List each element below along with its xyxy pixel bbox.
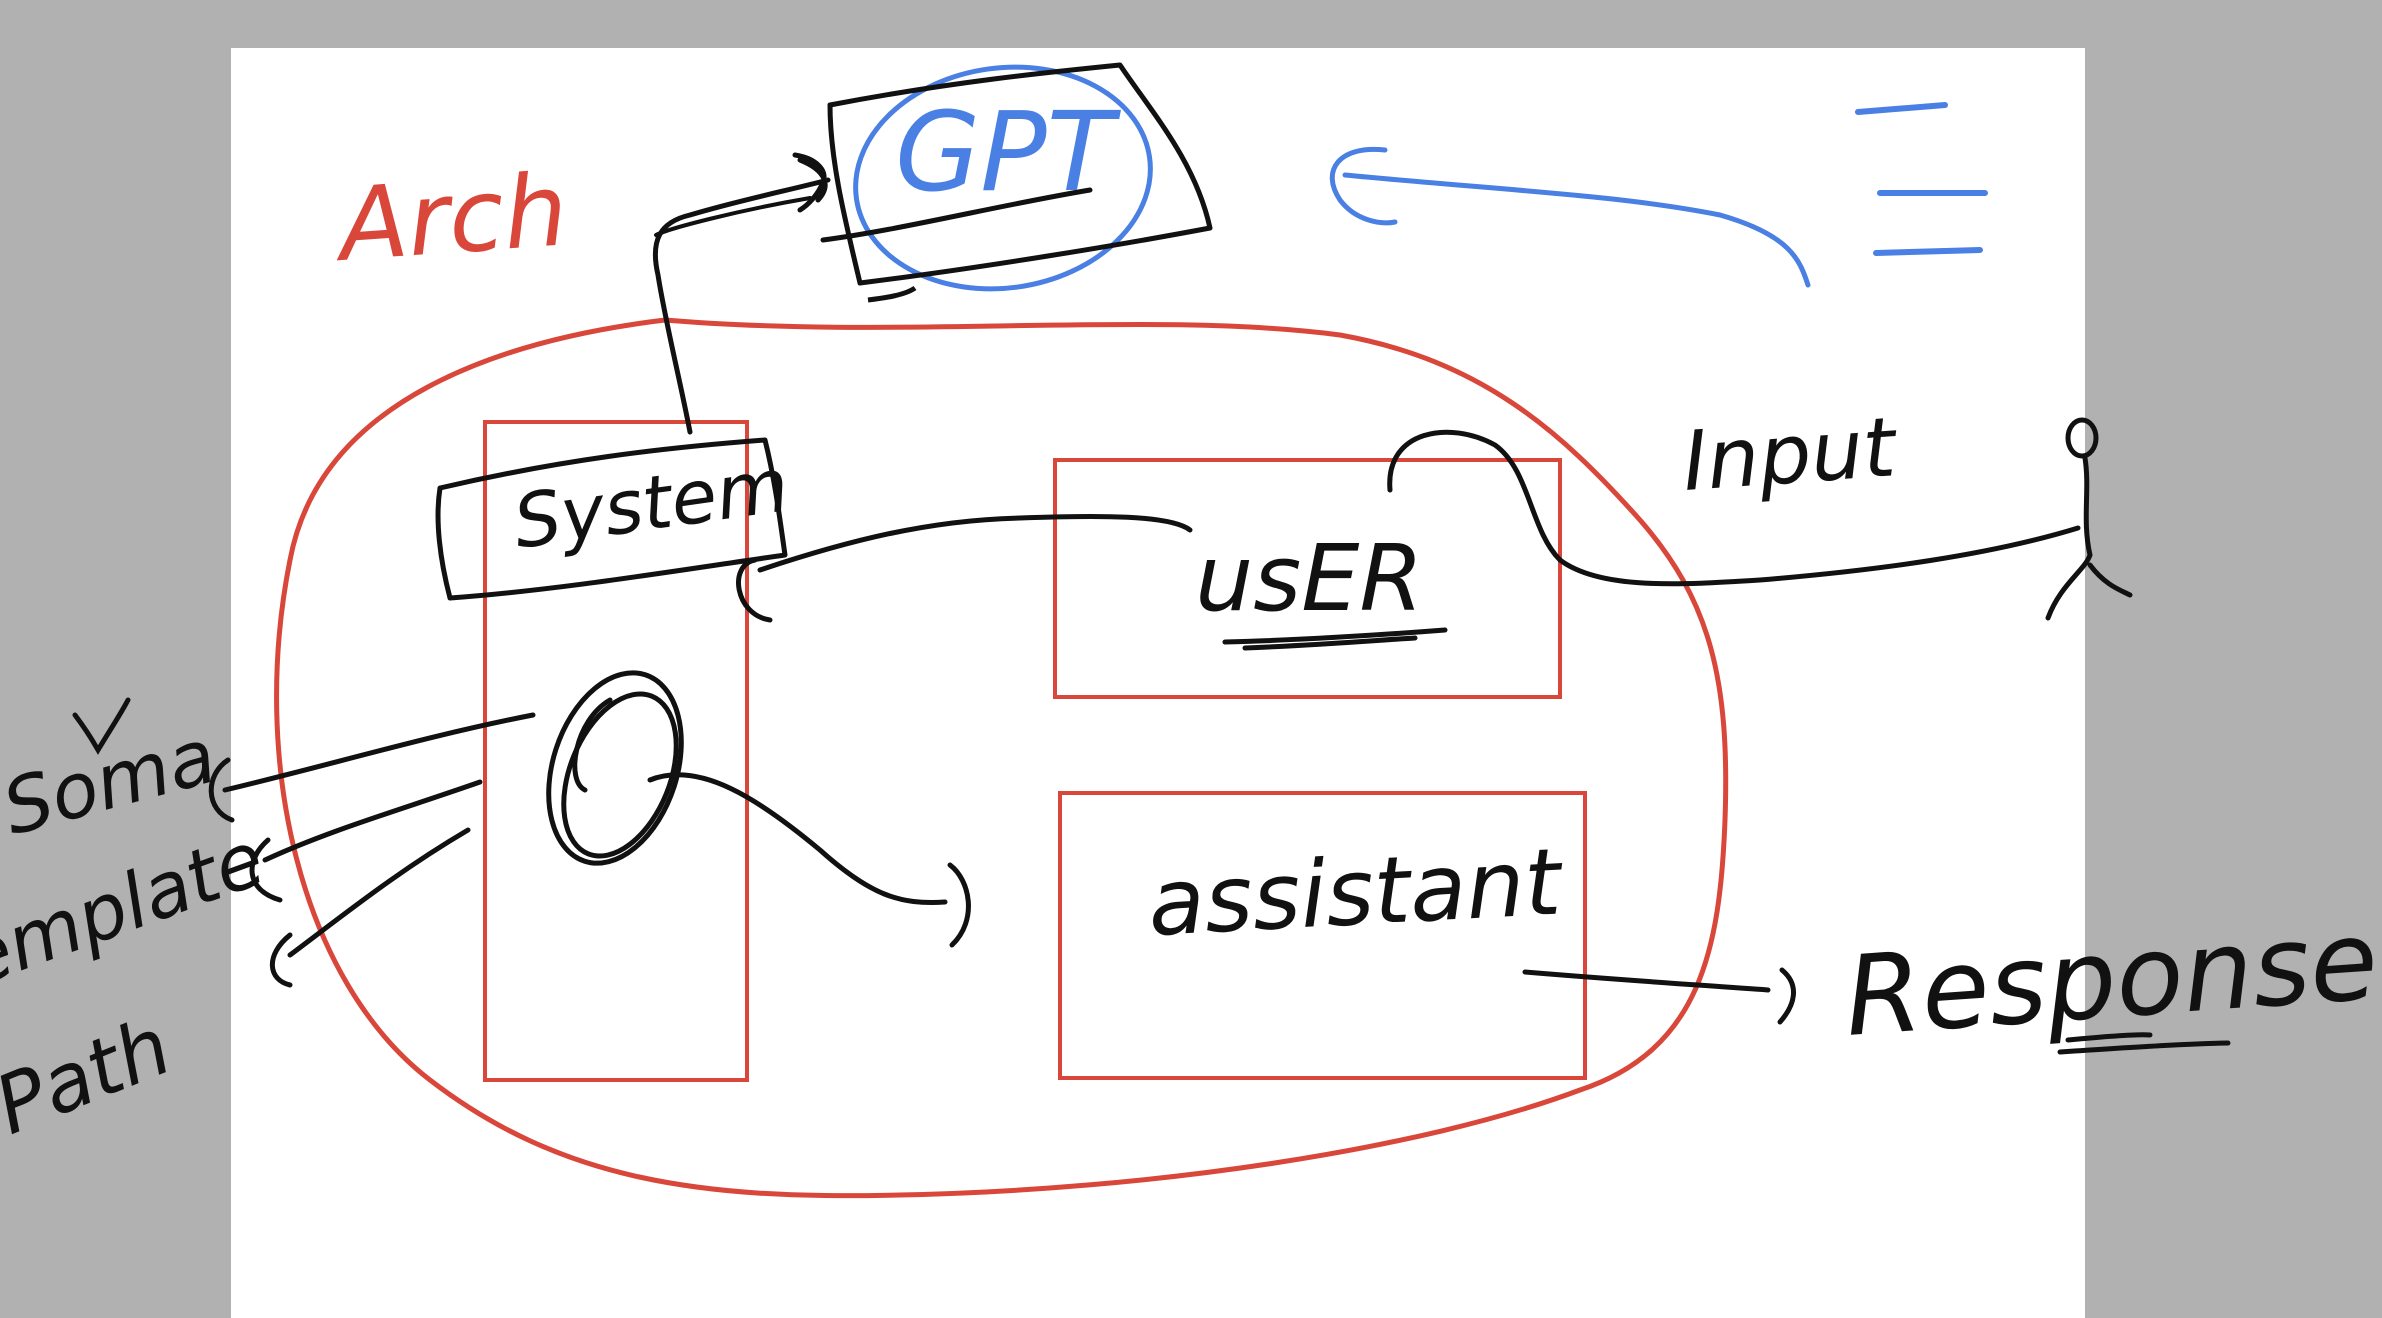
user-figure-icon [2045, 417, 2133, 621]
system-to-gpt-arrow [652, 152, 831, 435]
assistant-label: assistant [1146, 828, 1567, 957]
left-item-soma: Soma [0, 711, 225, 853]
gpt-underline [820, 187, 1093, 243]
circle-output-wave [647, 772, 971, 948]
response-underline [2057, 1032, 2231, 1055]
check-mark-icon [72, 697, 131, 755]
gpt-label: GPT [895, 88, 1122, 216]
assistant-box [1058, 791, 1587, 1080]
left-item-path: Path [0, 999, 183, 1152]
page [231, 48, 2085, 1318]
gpt-circle [853, 64, 1153, 292]
gpt-box [827, 62, 1213, 303]
user-box [1053, 458, 1562, 699]
user-label: usER [1195, 525, 1423, 632]
input-label: Input [1680, 400, 1901, 510]
arch-label: Arch [330, 151, 571, 284]
assistant-response-arrow [1522, 967, 1797, 1025]
input-link [1387, 429, 2081, 587]
architecture-boundary [274, 317, 1729, 1199]
system-column-box [483, 420, 749, 1082]
system-user-link [736, 513, 1193, 623]
left-arrows [208, 712, 536, 988]
back-arrow-stroke [1329, 146, 1811, 288]
user-underline [1222, 627, 1448, 651]
menu-icon [1855, 102, 1988, 256]
system-box [435, 437, 788, 601]
